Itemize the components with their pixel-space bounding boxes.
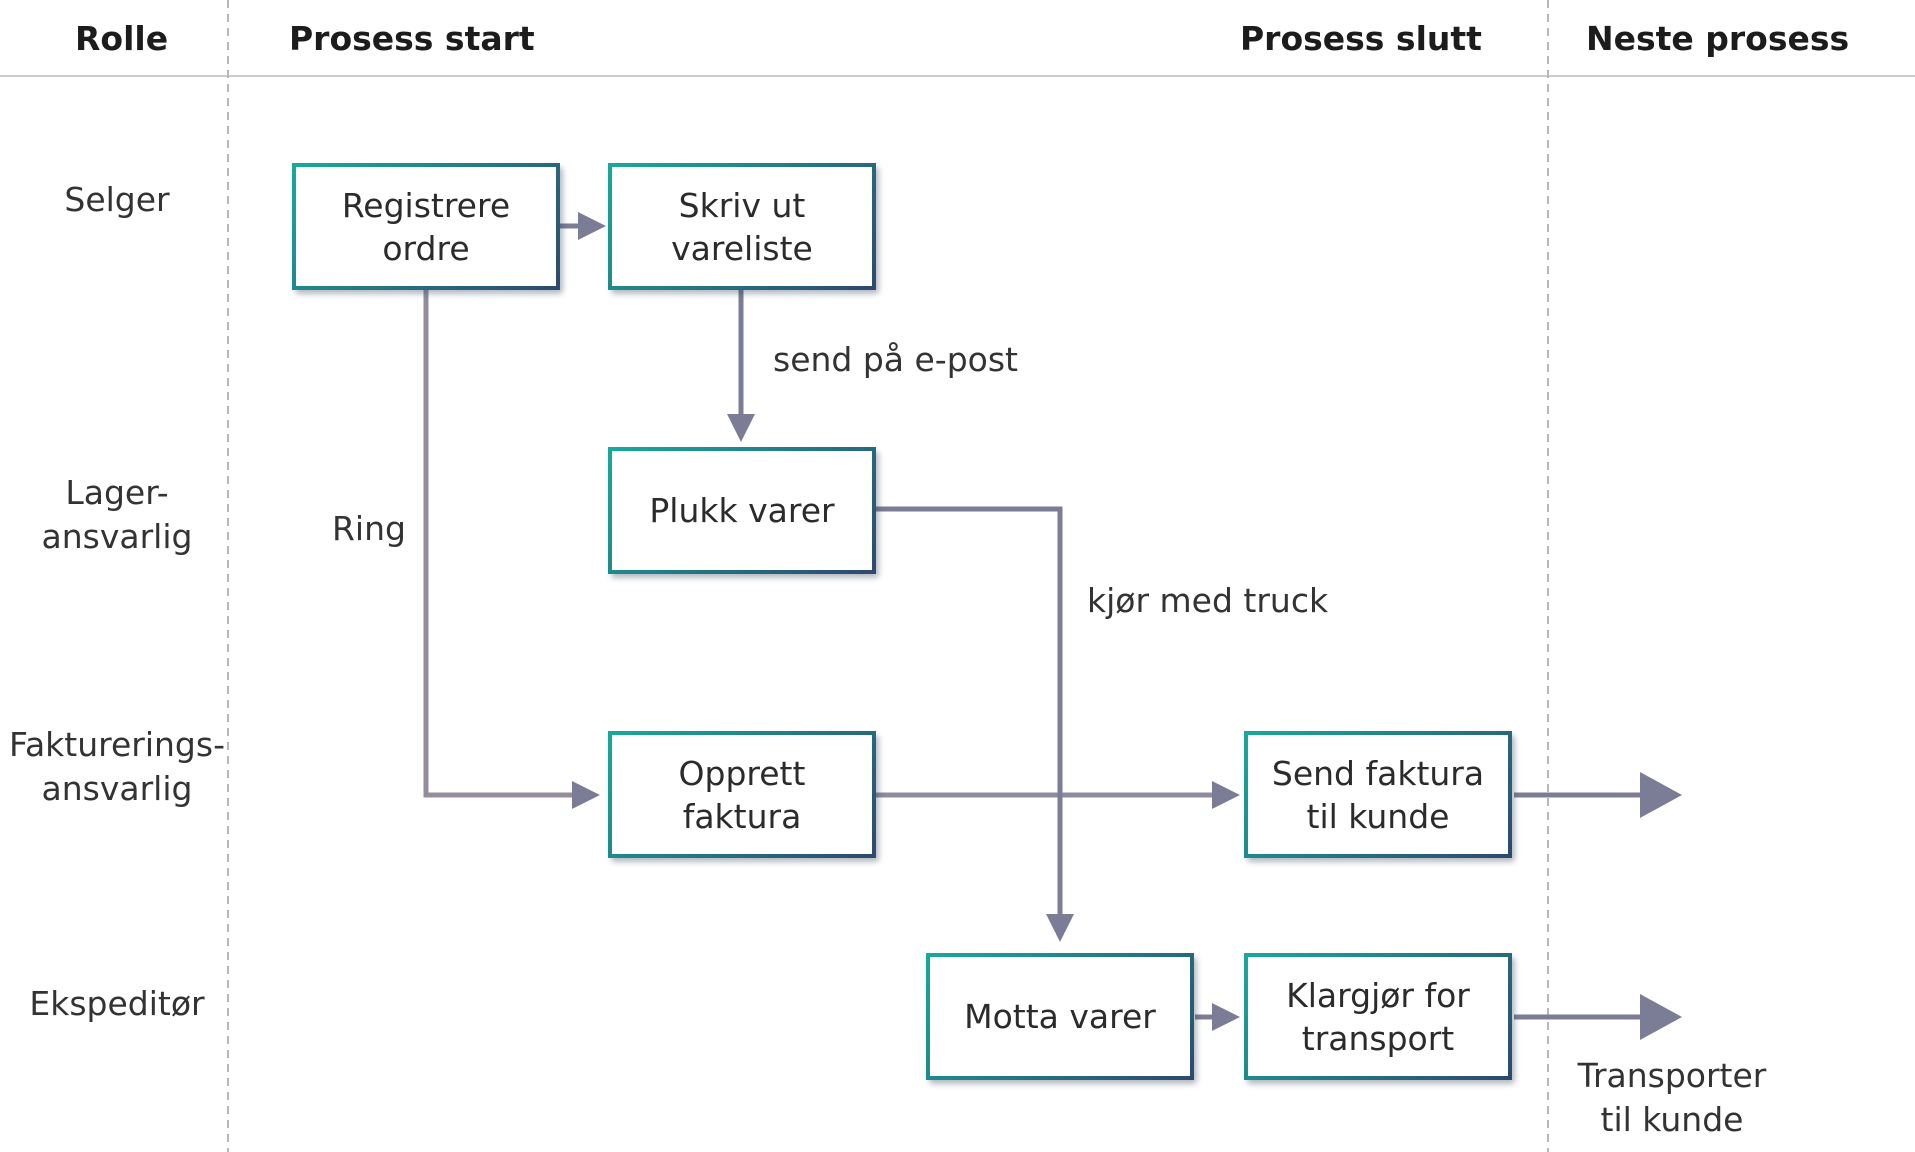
outcome-transport-to-customer: Transporter til kunde <box>1577 1056 1767 1139</box>
header-role: Rolle <box>75 19 169 58</box>
header-process-end: Prosess slutt <box>1240 19 1482 58</box>
step-label: faktura <box>682 796 802 836</box>
step-register-order[interactable]: Registrere ordre <box>292 163 560 290</box>
step-label: Registrere <box>341 185 511 225</box>
step-label: transport <box>1301 1018 1455 1058</box>
role-label-seller: Selger <box>64 180 170 219</box>
arrowhead-prepare-to-next <box>1640 994 1682 1040</box>
step-prepare-transport[interactable]: Klargjør for transport <box>1244 953 1512 1080</box>
step-label: Klargjør for <box>1286 975 1470 1015</box>
step-label: Opprett <box>678 753 806 793</box>
edge-label-truck: kjør med truck <box>1087 581 1329 620</box>
arrowhead-register-to-print <box>578 212 606 240</box>
arrowhead-receive-to-prepare <box>1212 1003 1240 1031</box>
step-label: ordre <box>382 228 470 268</box>
edge-label-phone: Ring <box>332 509 406 548</box>
step-create-invoice[interactable]: Opprett faktura <box>608 731 876 858</box>
arrow-pick-to-receive <box>876 506 1063 920</box>
role-label-warehouse: Lager- ansvarlig <box>41 473 193 556</box>
step-send-invoice[interactable]: Send faktura til kunde <box>1244 731 1512 858</box>
arrowhead-invoice-to-send <box>1212 781 1240 809</box>
arrowhead-send-to-next <box>1640 772 1682 818</box>
step-label: vareliste <box>671 228 813 268</box>
step-label: Plukk varer <box>649 491 835 530</box>
arrowhead-register-to-invoice <box>572 781 600 809</box>
step-pick-goods[interactable]: Plukk varer <box>608 447 876 574</box>
role-label-invoicing: Fakturerings- ansvarlig <box>9 725 225 808</box>
header-next-process: Neste prosess <box>1586 19 1850 58</box>
step-label: til kunde <box>1306 796 1450 836</box>
step-receive-goods[interactable]: Motta varer <box>926 953 1194 1080</box>
step-label: Motta varer <box>964 997 1156 1036</box>
step-print-list[interactable]: Skriv ut vareliste <box>608 163 876 290</box>
arrowhead-pick-to-receive <box>1046 914 1074 942</box>
header-process-start: Prosess start <box>289 19 535 58</box>
step-label: Send faktura <box>1271 753 1485 793</box>
arrow-register-to-invoice <box>423 290 574 798</box>
role-label-dispatcher: Ekspeditør <box>29 984 205 1023</box>
arrowhead-print-to-pick <box>727 414 755 442</box>
step-label: Skriv ut <box>678 185 806 225</box>
edge-label-email: send på e-post <box>773 340 1018 379</box>
